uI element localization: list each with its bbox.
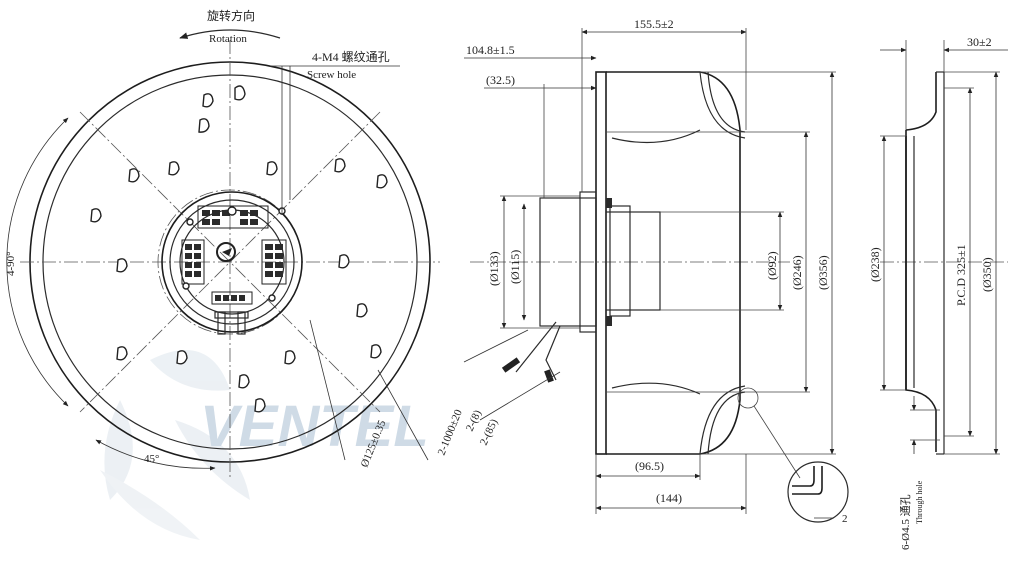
flange-view: 30±2 (Ø238) P.C.D 325±1 (Ø350) 6-Ø4.5 通孔…	[868, 35, 1008, 550]
brand-logo-icon	[216, 242, 236, 262]
angle-90-label: 4-90°	[5, 251, 17, 276]
strip-85-label: 2-(85)	[478, 417, 501, 447]
detail-circle	[787, 461, 849, 523]
side-view: 155.5±2 104.8±1.5 (32.5) (Ø133) (Ø115) (…	[463, 17, 849, 525]
thickness-label: 30±2	[967, 35, 992, 49]
dia-115-label: (Ø115)	[508, 250, 522, 284]
len-144-label: (144)	[656, 491, 682, 505]
dia-246-label: (Ø246)	[790, 255, 804, 290]
strip-8-label: 2-(8)	[464, 408, 484, 433]
len-965-label: (96.5)	[635, 459, 664, 473]
offset-325-label: (32.5)	[486, 73, 515, 87]
rotation-label-cn: 旋转方向	[207, 8, 255, 23]
rotation-arrow-icon	[179, 29, 281, 39]
dia-350-label: (Ø350)	[980, 257, 994, 292]
watermark-brand: VENTEL	[200, 394, 429, 459]
dia-92-label: (Ø92)	[765, 251, 779, 280]
width-overall-label: 155.5±2	[634, 17, 674, 31]
through-hole-label-cn: 6-Ø4.5 通孔	[899, 494, 912, 550]
terminal-blocks	[181, 205, 287, 305]
screw-hole-label-cn: 4-M4 螺纹通孔	[312, 50, 390, 64]
angle-45-label: 45°	[144, 453, 159, 465]
screw-hole-label-en: Screw hole	[307, 69, 356, 81]
dia-356-label: (Ø356)	[816, 255, 830, 290]
blade-holes	[90, 85, 388, 413]
motor-hub-outer	[161, 191, 303, 333]
front-view: 旋转方向 Rotation 4-M4 螺纹通孔 Screw hole 4-90°…	[5, 8, 465, 480]
dia-133-label: (Ø133)	[487, 251, 501, 286]
width-1048-label: 104.8±1.5	[466, 43, 515, 57]
cable-length-label: 2-1000±20	[436, 407, 465, 457]
dia-238-label: (Ø238)	[868, 247, 882, 282]
pcd-325-label: P.C.D 325±1	[954, 244, 968, 306]
rotation-label-en: Rotation	[209, 33, 247, 45]
through-hole-label-en: Through hole	[915, 480, 924, 524]
detail-gap-label: 2	[842, 513, 848, 525]
cable-glands	[214, 311, 249, 335]
